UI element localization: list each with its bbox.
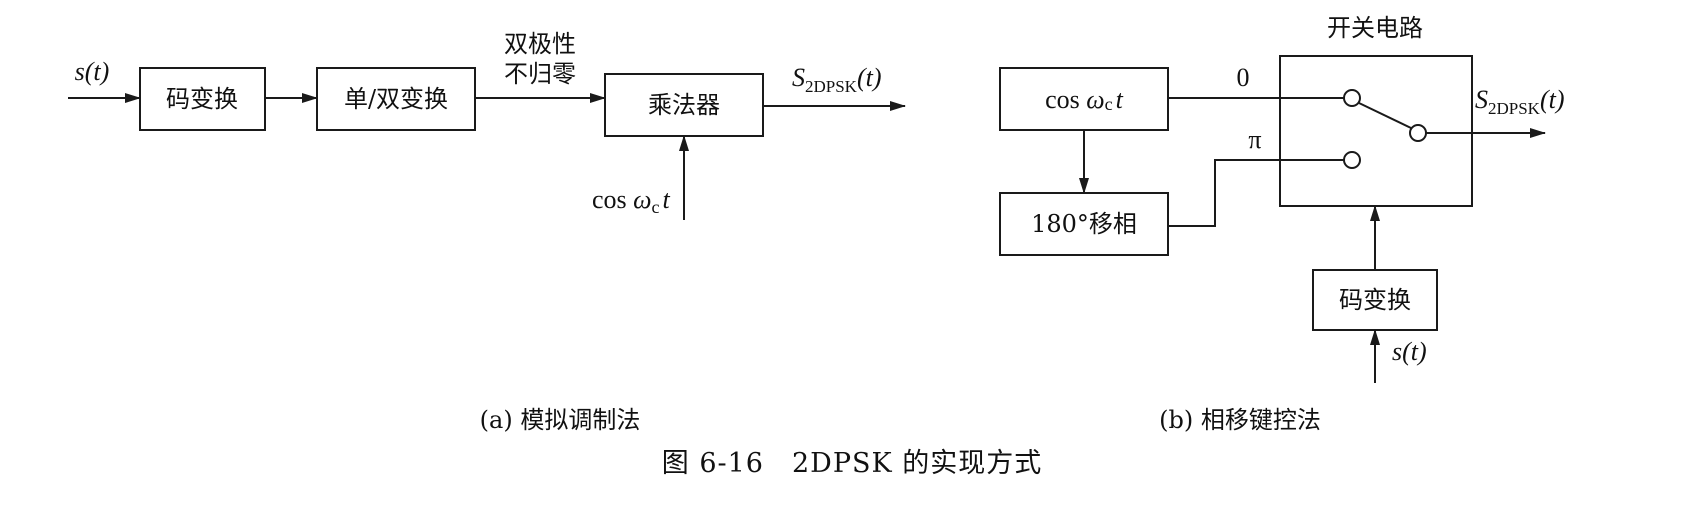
phase-shift-label: 180°移相	[1031, 210, 1137, 238]
phase-shift-block	[999, 192, 1169, 256]
uni-bipolar-label: 单/双变换	[344, 85, 448, 113]
figure-caption: 图 6-16 2DPSK 的实现方式	[662, 448, 1042, 479]
multiplier-label: 乘法器	[648, 91, 720, 119]
code-transform-block-b	[1312, 269, 1438, 331]
switch-pivot	[1409, 124, 1427, 142]
switch-circuit-block	[1279, 55, 1473, 207]
bipolar-nrz-label-line1: 双极性	[504, 30, 576, 58]
caption-b: (b) 相移键控法	[1159, 406, 1321, 434]
input-label-b: s(t)	[1392, 337, 1427, 366]
code-transform-label-b: 码变换	[1339, 286, 1411, 314]
bipolar-nrz-label-line2: 不归零	[504, 60, 576, 88]
label-pi: π	[1248, 125, 1261, 154]
switch-contact-0	[1343, 89, 1361, 107]
switch-contact-pi	[1343, 151, 1361, 169]
multiplier-block	[604, 73, 764, 137]
code-transform-label-a: 码变换	[166, 85, 238, 113]
input-label-a: s(t)	[75, 57, 110, 86]
switch-circuit-title: 开关电路	[1327, 14, 1423, 42]
caption-a: (a) 模拟调制法	[480, 406, 641, 434]
switch-arm	[1358, 102, 1412, 129]
line-phaseshift-to-contactpi	[1168, 159, 1344, 227]
uni-bipolar-block	[316, 67, 476, 131]
diagram-a: s(t) 码变换 单/双变换 双极性 不归零 乘法器 S2DPSK(t) cos…	[68, 30, 906, 434]
output-label-a: S2DPSK(t)	[792, 63, 882, 96]
label-zero: 0	[1237, 63, 1250, 92]
output-label-b: S2DPSK(t)	[1475, 85, 1565, 118]
